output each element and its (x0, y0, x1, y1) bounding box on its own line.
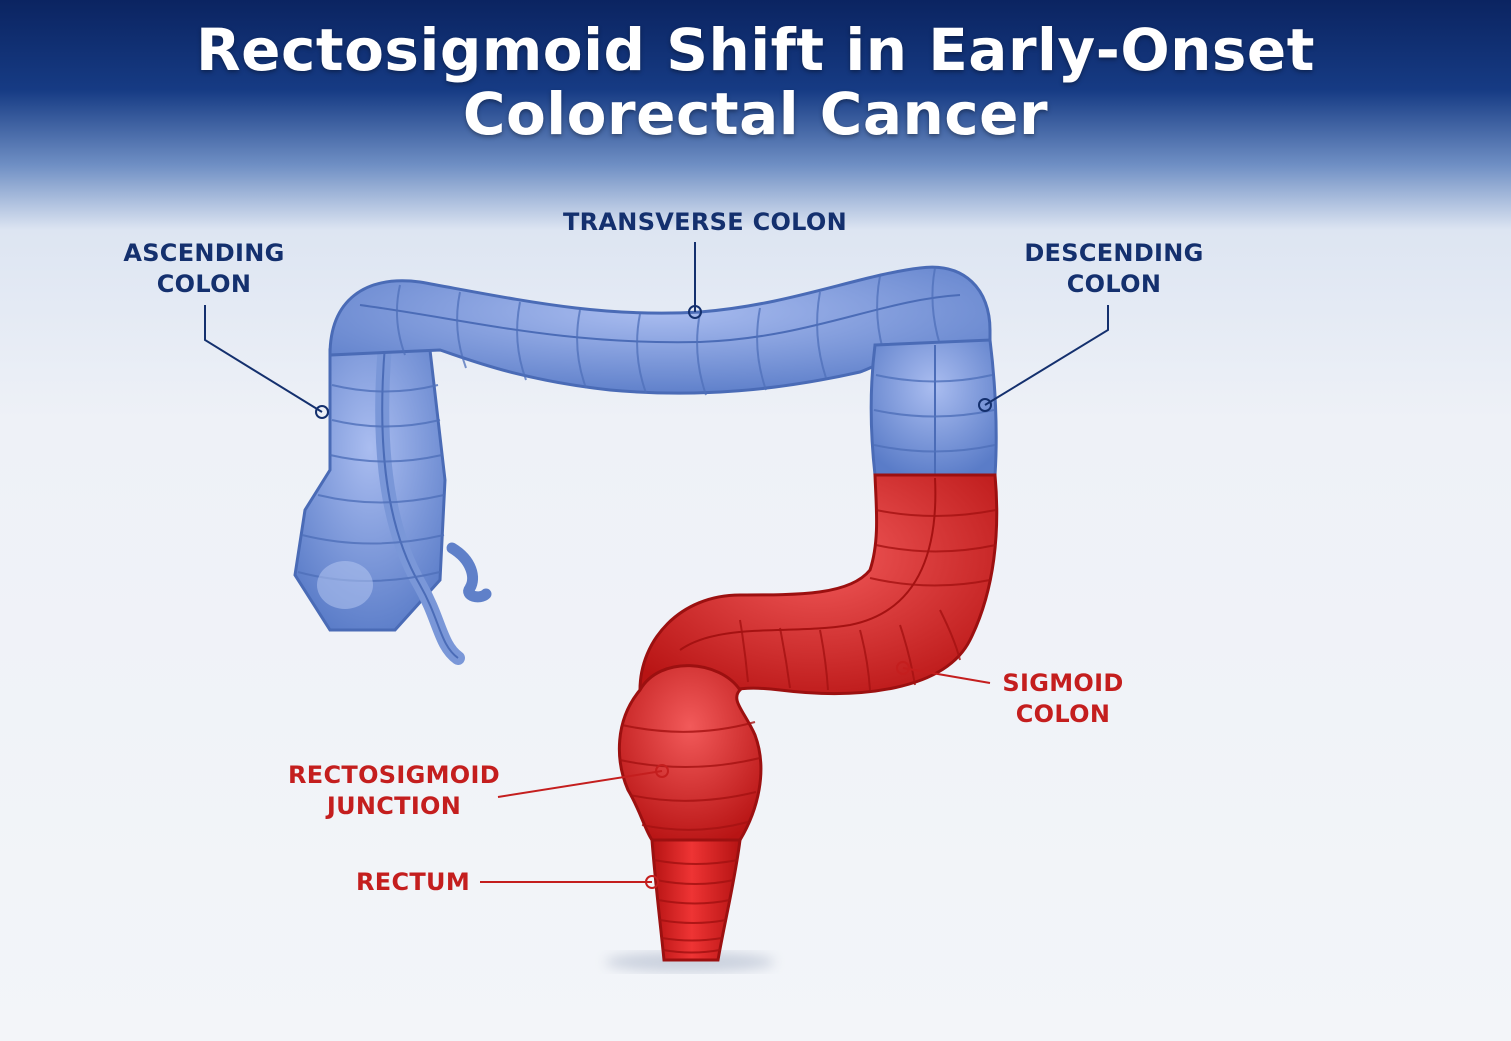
label-descending-line2: COLON (1066, 270, 1162, 298)
label-ascending-colon: ASCENDING COLON (118, 238, 290, 300)
ascending-colon-segment (293, 338, 492, 665)
label-transverse-line1: TRANSVERSE COLON (562, 208, 848, 236)
descending-colon-segment (869, 338, 998, 477)
label-descending-line1: DESCENDING (1024, 239, 1204, 267)
rectosigmoid-leader (497, 770, 663, 798)
floor-shadow (605, 952, 775, 972)
sigmoid-leader (902, 667, 991, 684)
rectum-segment (650, 838, 742, 962)
label-sigmoid-colon: SIGMOID COLON (995, 668, 1131, 730)
label-rectum: RECTUM (330, 867, 470, 898)
leader-lines (204, 242, 1109, 889)
title-line-2: Colorectal Cancer (462, 80, 1049, 148)
label-rectosigmoid-line1: RECTOSIGMOID (288, 761, 500, 789)
transverse-colon-segment (328, 265, 992, 396)
label-ascending-line1: ASCENDING (123, 239, 285, 267)
appendix (446, 542, 492, 603)
label-rectosigmoid-line2: JUNCTION (326, 792, 462, 820)
label-sigmoid-line2: COLON (1015, 700, 1111, 728)
label-sigmoid-line1: SIGMOID (1002, 669, 1124, 697)
descending-leader (984, 305, 1109, 406)
ascending-leader (204, 305, 323, 413)
label-rectosigmoid-junction: RECTOSIGMOID JUNCTION (280, 760, 508, 822)
sigmoid-colon-segment (638, 473, 999, 707)
label-rectum-line1: RECTUM (355, 868, 470, 896)
rectosigmoid-junction-segment (617, 664, 763, 842)
label-descending-colon: DESCENDING COLON (1018, 238, 1210, 300)
page-title: Rectosigmoid Shift in Early-Onset Colore… (0, 18, 1511, 146)
label-transverse-colon: TRANSVERSE COLON (555, 207, 855, 238)
title-line-1: Rectosigmoid Shift in Early-Onset (195, 16, 1315, 84)
label-ascending-line2: COLON (156, 270, 252, 298)
